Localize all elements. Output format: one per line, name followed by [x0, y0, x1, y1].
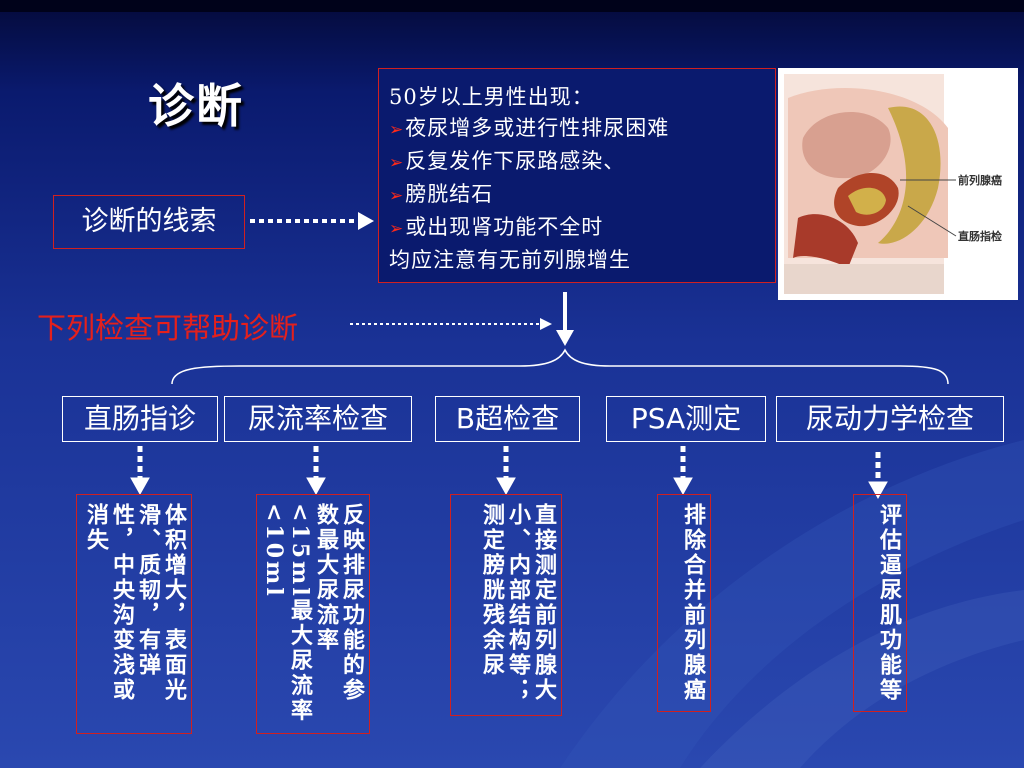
tab-psa: PSA测定: [606, 396, 766, 442]
slide-title: 诊断: [148, 79, 244, 133]
clue-arrow-head-icon: [358, 212, 374, 230]
tab-uroflow: 尿流率检查: [224, 396, 412, 442]
diagnosis-clue-box: 诊断的线索: [53, 195, 245, 249]
desc-uroflow: 反映排尿功能的参数最大尿流率<15ml最大尿流率<10ml: [256, 494, 370, 734]
tab-urodynamics: 尿动力学检查: [776, 396, 1004, 442]
tab-rectal-exam: 直肠指诊: [62, 396, 218, 442]
down-arrow-head-icon: [556, 330, 574, 346]
arrow-bullet-icon: ➢: [389, 153, 405, 173]
arrow-bullet-icon: ➢: [389, 186, 405, 206]
info-intro: 50岁以上男性出现：: [389, 85, 594, 109]
info-conclusion: 均应注意有无前列腺增生: [389, 248, 631, 272]
down-arrow-icon: [130, 477, 150, 496]
info-item: ➢或出现肾功能不全时: [389, 215, 604, 239]
help-diagnosis-text: 下列检查可帮助诊断: [37, 311, 299, 345]
info-item: ➢膀胱结石: [389, 182, 494, 206]
down-arrow-icon: [673, 477, 693, 496]
brace-line: [171, 348, 949, 385]
desc-rectal-exam: 体积增大，表面光滑、质韧，有弹性，中央沟变浅或消失: [76, 494, 192, 734]
down-arrow-icon: [868, 481, 888, 500]
down-arrow-icon: [306, 477, 326, 496]
arrow-bullet-icon: ➢: [389, 219, 405, 239]
symptom-info-box: 50岁以上男性出现： ➢夜尿增多或进行性排尿困难 ➢反复发作下尿路感染、 ➢膀胱…: [378, 68, 776, 283]
tab-ultrasound: B超检查: [435, 396, 580, 442]
info-item: ➢夜尿增多或进行性排尿困难: [389, 116, 670, 140]
anatomy-drawing: [784, 74, 957, 294]
arrow-bullet-icon: ➢: [389, 120, 405, 140]
desc-psa: 排除合并前列腺癌: [657, 494, 711, 712]
desc-ultrasound: 直接测定前列腺大小、内部结构等；测定膀胱残余尿: [450, 494, 562, 716]
label-prostate-cancer: 前列腺癌: [958, 174, 1002, 187]
desc-urodynamics: 评估逼尿肌功能等: [853, 494, 907, 712]
top-band: [0, 0, 1024, 12]
anatomy-illustration: 前列腺癌 直肠指检: [778, 68, 1018, 300]
down-arrow-icon: [496, 477, 516, 496]
info-item: ➢反复发作下尿路感染、: [389, 149, 626, 173]
help-arrow-head-icon: [540, 318, 552, 330]
label-rectal-exam: 直肠指检: [958, 230, 1002, 243]
